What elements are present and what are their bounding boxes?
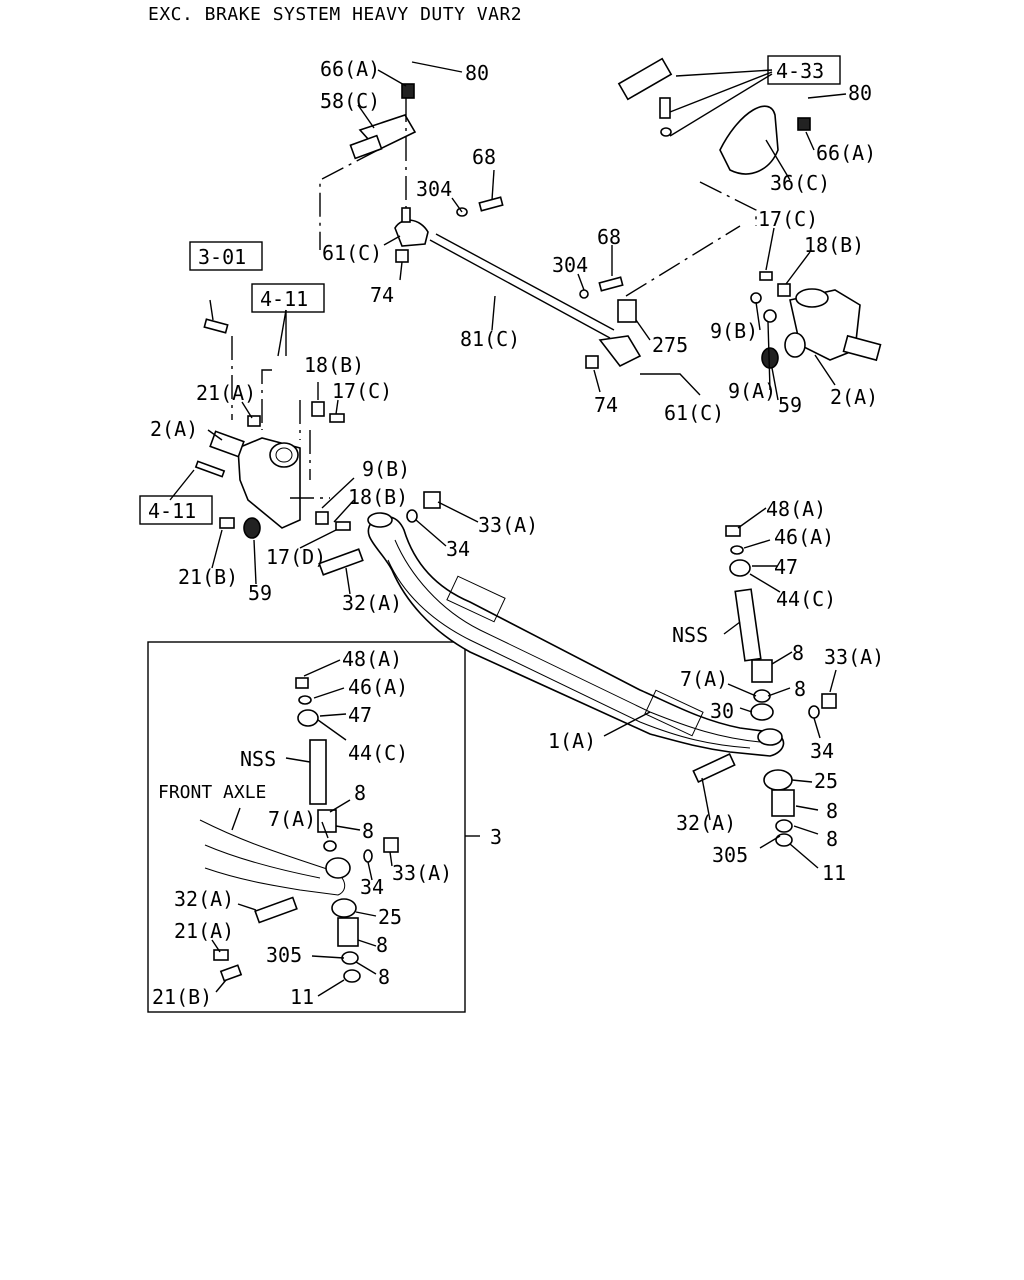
steering-arm-drawing [617, 57, 811, 175]
inset-parts-drawing [199, 677, 399, 983]
ref-box-3-01 [189, 241, 263, 271]
callout-label: 3 [490, 825, 502, 849]
callout-label: 34 [446, 537, 470, 561]
callout-label: 275 [652, 333, 688, 357]
callout-label: 61(C) [664, 401, 724, 425]
callout-label: 80 [465, 61, 489, 85]
callout-label: 1(A) [548, 729, 596, 753]
callout-label: 34 [810, 739, 834, 763]
callout-label: 33(A) [824, 645, 884, 669]
right-knuckle-drawing [750, 271, 882, 369]
callout-label: 48(A) [766, 497, 826, 521]
callout-label: 68 [597, 225, 621, 249]
left-knuckle-drawing [194, 318, 351, 539]
reference-boxes: 4-33 3-01 4-11 4-11 [139, 55, 841, 525]
callout-label: 8 [826, 827, 838, 851]
callout-label: 25 [814, 769, 838, 793]
callout-label: 34 [360, 875, 384, 899]
callout-label: 58(C) [320, 89, 380, 113]
callout-label: 21(A) [196, 381, 256, 405]
callout-label: 305 [712, 843, 748, 867]
diagram-title: EXC. BRAKE SYSTEM HEAVY DUTY VAR2 [148, 4, 523, 25]
callout-label: NSS [240, 747, 276, 771]
callout-label: 33(A) [392, 861, 452, 885]
callout-labels: 66(A) 80 58(C) 68 304 61(C) 74 81(C) 68 … [150, 57, 884, 1009]
callout-label: 9(B) [362, 457, 410, 481]
callout-label: 46(A) [348, 675, 408, 699]
callout-label: 304 [416, 177, 452, 201]
callout-label: 8 [362, 819, 374, 843]
callout-label: 61(C) [322, 241, 382, 265]
callout-label: 32(A) [174, 887, 234, 911]
callout-label: 21(A) [174, 919, 234, 943]
callout-label: 44(C) [348, 741, 408, 765]
callout-label: 25 [378, 905, 402, 929]
callout-label: 8 [826, 799, 838, 823]
callout-label: 74 [594, 393, 618, 417]
callout-label: 17(D) [266, 545, 326, 569]
inset-frame [147, 641, 466, 1013]
callout-label: 81(C) [460, 327, 520, 351]
callout-label: 305 [266, 943, 302, 967]
callout-label: 74 [370, 283, 394, 307]
callout-label: 59 [248, 581, 272, 605]
axle-beam-drawing [367, 512, 785, 757]
ref-box-label: 4-33 [776, 59, 824, 83]
callout-label: 32(A) [342, 591, 402, 615]
callout-label: 7(A) [680, 667, 728, 691]
callout-label: 66(A) [320, 57, 380, 81]
callout-label: 17(C) [332, 379, 392, 403]
callout-label: 68 [472, 145, 496, 169]
callout-label: 8 [792, 641, 804, 665]
callout-label: 44(C) [776, 587, 836, 611]
callout-label: 80 [848, 81, 872, 105]
callout-label: 8 [354, 781, 366, 805]
callout-label: 66(A) [816, 141, 876, 165]
callout-label: 46(A) [774, 525, 834, 549]
callout-label: 7(A) [268, 807, 316, 831]
callout-label: 21(B) [178, 565, 238, 589]
leader-lines [169, 61, 847, 997]
callout-label: 47 [348, 703, 372, 727]
callout-label: 48(A) [342, 647, 402, 671]
callout-label: 11 [290, 985, 314, 1009]
ref-box-label: 4-11 [260, 287, 308, 311]
callout-label: 8 [376, 933, 388, 957]
ref-box-label: 4-11 [148, 499, 196, 523]
callout-label: 33(A) [478, 513, 538, 537]
callout-label: NSS [672, 623, 708, 647]
ref-box-4-33 [767, 55, 841, 85]
callout-label: 9(B) [710, 319, 758, 343]
callout-label: 9(A) [728, 379, 776, 403]
callout-label: 8 [378, 965, 390, 989]
callout-label: 59 [778, 393, 802, 417]
callout-label: 18(B) [348, 485, 408, 509]
ref-box-4-11 [139, 495, 213, 525]
ref-box-4-11 [251, 283, 325, 313]
callout-label: 30 [710, 699, 734, 723]
tie-rod-drawing [349, 83, 642, 369]
callout-label: 11 [822, 861, 846, 885]
callout-label: 32(A) [676, 811, 736, 835]
callout-label: 18(B) [304, 353, 364, 377]
ref-box-label: 3-01 [198, 245, 246, 269]
callout-label: 47 [774, 555, 798, 579]
callout-label: 304 [552, 253, 588, 277]
callout-label: 36(C) [770, 171, 830, 195]
callout-label: 2(A) [830, 385, 878, 409]
callout-label: FRONT AXLE [158, 782, 266, 803]
callout-label: 18(B) [804, 233, 864, 257]
callout-label: 8 [794, 677, 806, 701]
callout-label: 21(B) [152, 985, 212, 1009]
callout-label: 2(A) [150, 417, 198, 441]
callout-label: 17(C) [758, 207, 818, 231]
